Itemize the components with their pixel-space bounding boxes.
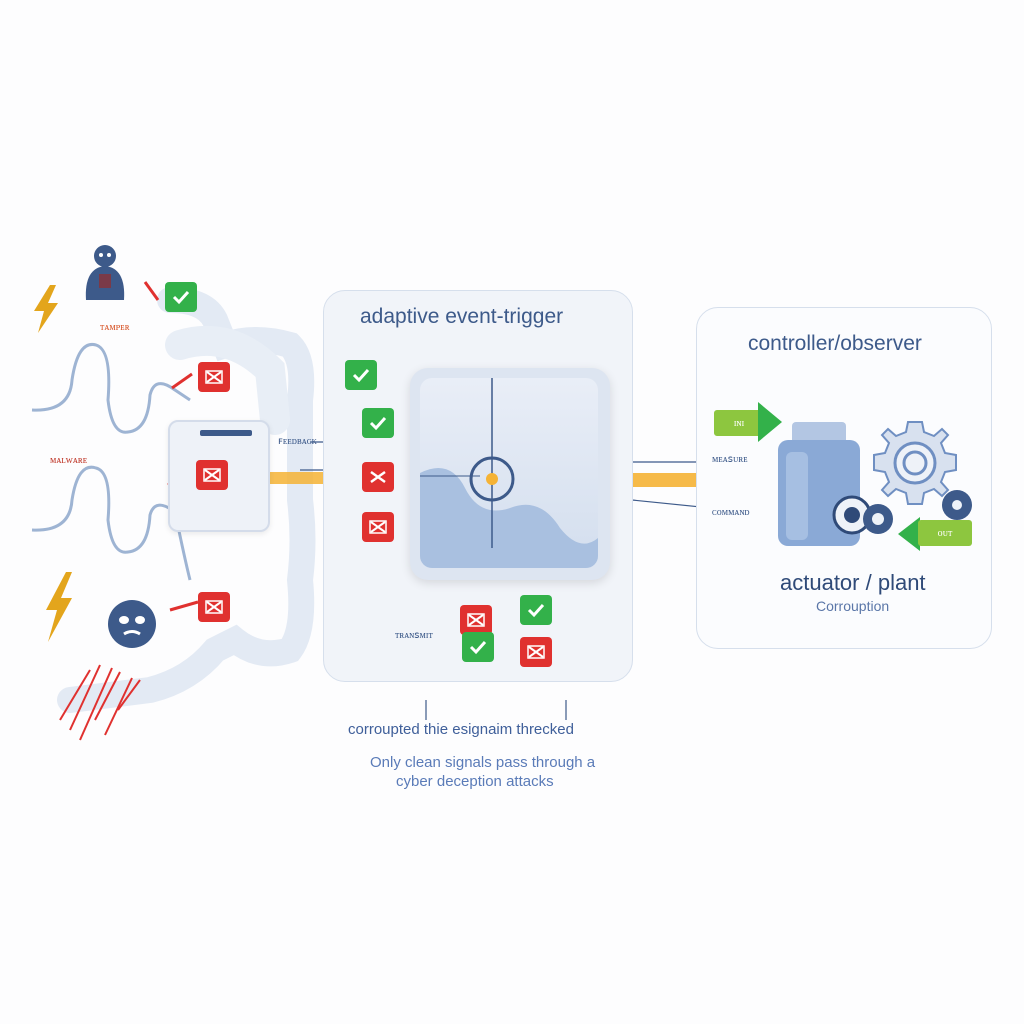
plant-title: actuator / plant xyxy=(780,570,926,595)
green-arrow-icon xyxy=(898,517,920,556)
green-tag-bottom-label: ᴏᴜᴛ xyxy=(937,527,953,539)
attack-label: ᴛᴀᴍᴘᴇʀ xyxy=(100,322,130,333)
check-icon xyxy=(362,408,394,438)
gear-icon xyxy=(940,488,974,527)
hacker-icon xyxy=(80,242,130,307)
check-icon xyxy=(345,360,377,390)
command-label: ᴄᴏᴍᴍᴀɴᴅ xyxy=(712,507,750,518)
check-icon xyxy=(520,595,552,625)
cross-icon xyxy=(196,460,228,490)
lightning-icon xyxy=(30,285,62,338)
lightning-icon xyxy=(42,572,76,647)
green-tag-top: ɪɴɪ xyxy=(714,410,764,436)
target-icon xyxy=(468,455,516,508)
event-trigger-title: adaptive event-trigger xyxy=(360,305,564,328)
caption-line-3: cyber deception attacks xyxy=(396,773,554,790)
left-signal-label: ᴍᴀʟᴡᴀʀᴇ xyxy=(50,455,88,466)
green-tag-top-label: ɪɴɪ xyxy=(733,417,745,429)
cross-icon xyxy=(362,512,394,542)
check-icon xyxy=(462,632,494,662)
controller-title: controller/observer xyxy=(748,332,922,355)
bottom-flow-label: ᴛʀᴀɴꜱᴍɪᴛ xyxy=(395,630,433,641)
cross-icon xyxy=(362,462,394,492)
green-arrow-icon xyxy=(758,402,782,447)
mask-icon xyxy=(106,598,158,655)
cross-icon xyxy=(520,637,552,667)
cross-icon xyxy=(460,605,492,635)
cross-icon xyxy=(198,362,230,392)
measure-label: ᴍᴇᴀꜱᴜʀᴇ xyxy=(712,454,748,465)
trigger-screen xyxy=(420,378,598,568)
caption-line-2: Only clean signals pass through a xyxy=(370,754,596,771)
check-icon xyxy=(165,282,197,312)
feedback-label: ꜰᴇᴇᴅʙᴀᴄᴋ xyxy=(278,436,317,447)
cross-icon xyxy=(198,592,230,622)
sensor-box-slot xyxy=(200,430,252,436)
gear-icon xyxy=(868,418,962,517)
gear-icon xyxy=(832,485,896,550)
green-tag-bottom: ᴏᴜᴛ xyxy=(918,520,972,546)
caption-line-1: corroupted thie esignaim threcked xyxy=(348,721,574,738)
plant-subtitle: Corrouption xyxy=(816,598,890,614)
